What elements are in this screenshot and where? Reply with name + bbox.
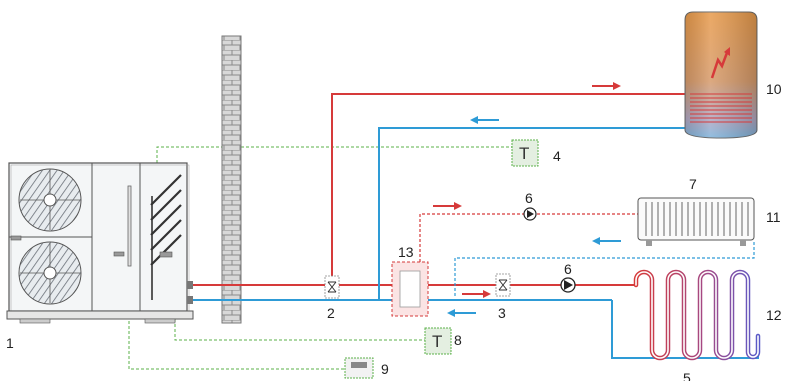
label-dhw-tank: 10 xyxy=(766,81,782,97)
outdoor-temperature-sensor xyxy=(511,139,539,167)
fan-icon xyxy=(18,168,82,232)
room-sensor-symbol: T xyxy=(432,332,442,351)
label-heat-pump: 1 xyxy=(6,335,14,351)
label-radiator-circuit: 11 xyxy=(766,209,781,225)
wire-controller xyxy=(128,321,345,370)
label-floor-loop: 5 xyxy=(683,370,691,381)
circulation-pump-icon xyxy=(560,277,576,293)
hot-supply-pipes xyxy=(193,93,690,286)
radiator-return-line xyxy=(454,240,755,296)
dhw-storage-tank xyxy=(684,11,758,139)
buffer-tank xyxy=(391,261,429,317)
label-floor-circuit: 12 xyxy=(766,307,782,323)
fan-icon xyxy=(18,241,82,305)
outdoor-sensor-symbol: T xyxy=(519,144,529,163)
wire-outdoor-sensor xyxy=(156,146,512,163)
brick-wall xyxy=(221,35,242,324)
three-way-valve-icon xyxy=(495,273,511,297)
controller-panel xyxy=(344,357,374,379)
tank-heating-coil xyxy=(690,93,752,123)
label-buffer-tank: 13 xyxy=(398,244,414,260)
supply-to-tank xyxy=(331,93,690,285)
wire-room-sensor xyxy=(174,314,425,341)
label-pump-floor: 6 xyxy=(564,261,572,277)
heat-up-arrow-icon xyxy=(710,49,730,79)
room-temperature-sensor xyxy=(424,327,452,355)
cold-return-pipes xyxy=(193,127,759,359)
radiator-supply-line xyxy=(419,213,638,282)
label-radiator: 7 xyxy=(689,176,697,192)
label-pump-radiator: 6 xyxy=(525,190,533,206)
label-room-sensor: 8 xyxy=(454,332,462,348)
underfloor-heating-loop xyxy=(633,269,761,361)
control-wiring xyxy=(128,146,512,370)
circulation-pump-icon xyxy=(523,207,537,221)
radiator xyxy=(637,197,755,246)
return-from-tank xyxy=(378,127,690,300)
label-outdoor-sensor: 4 xyxy=(553,148,561,164)
label-valve-main: 2 xyxy=(327,305,335,321)
label-valve-floor: 3 xyxy=(498,305,506,321)
label-controller: 9 xyxy=(381,361,389,377)
heat-pump-unit xyxy=(6,162,194,324)
flow-arrow-icon xyxy=(433,82,621,317)
three-way-valve-icon xyxy=(324,275,340,299)
